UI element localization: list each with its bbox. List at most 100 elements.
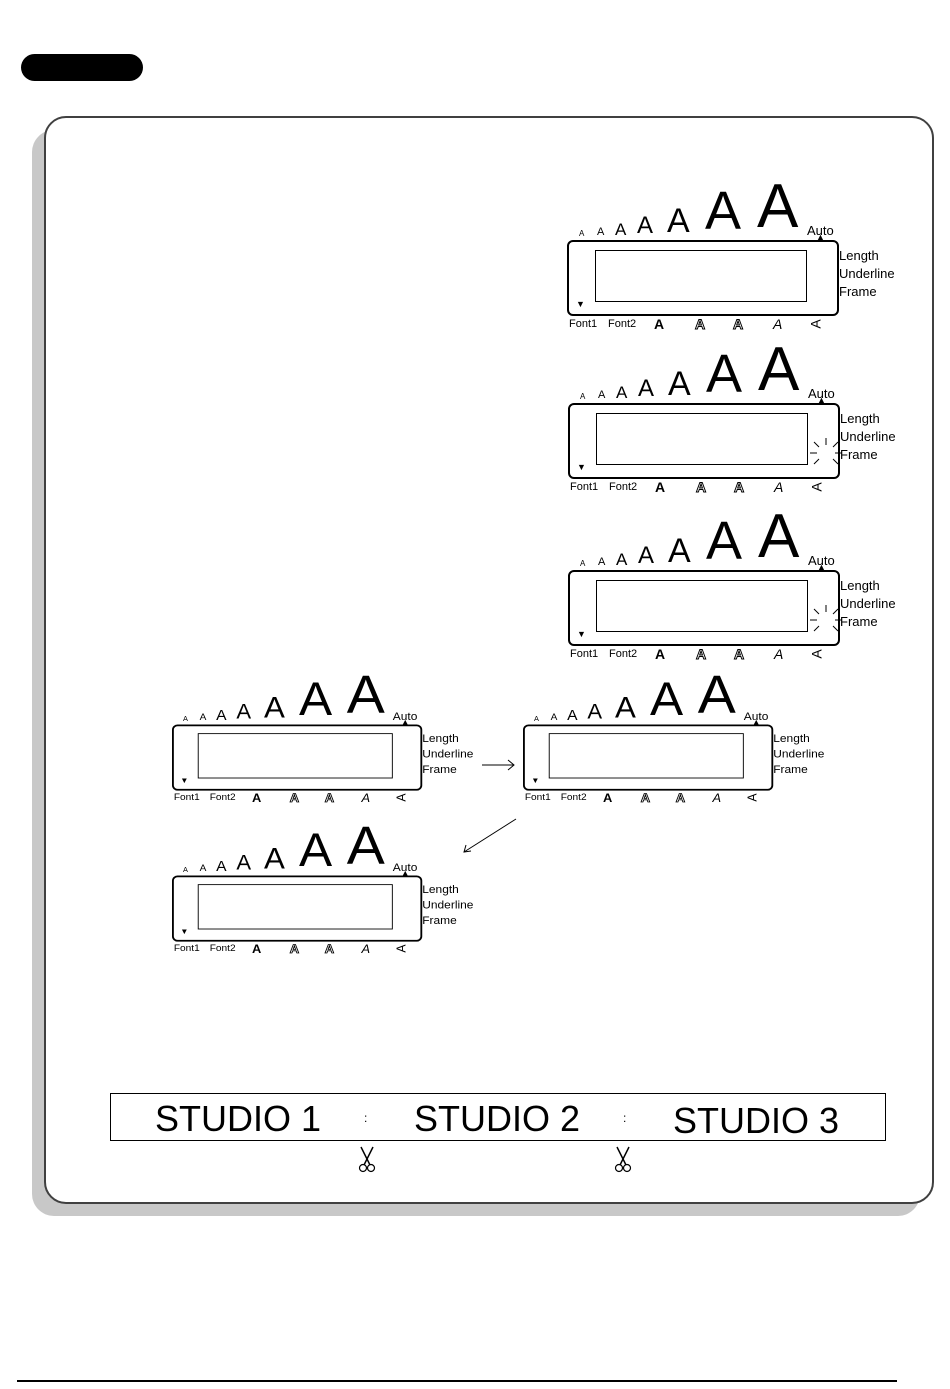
size-glyph: A [567, 707, 578, 724]
label-text-1: STUDIO 1 [155, 1098, 322, 1139]
font1-label: Font1 [570, 648, 599, 660]
size-indicators: A A A A A A A [576, 506, 876, 569]
font-indicators: Font1 Font2 A A A A A [568, 479, 836, 499]
size-glyph: A [649, 673, 684, 726]
size-indicators: A A A A A A A [530, 668, 806, 724]
up-indicator: ▲ [401, 868, 410, 878]
size-glyph: A [580, 392, 586, 401]
lcd-window [595, 250, 807, 302]
italic-style-glyph: A [774, 646, 784, 662]
auto-label: Auto [743, 709, 769, 723]
length-label: Length [840, 578, 880, 593]
bold-style-glyph: A [252, 790, 262, 805]
size-glyph: A [216, 707, 227, 724]
auto-label: Auto [392, 860, 418, 874]
size-glyph: A [579, 229, 585, 238]
size-glyph: A [638, 375, 655, 402]
font2-label: Font2 [608, 318, 637, 330]
cursor-icon [810, 438, 842, 465]
lcd-window [197, 884, 393, 930]
size-glyph: A [264, 691, 285, 725]
underline-label: Underline [422, 898, 474, 912]
lcd-window [197, 733, 393, 779]
outline-style-glyph: A [695, 479, 707, 496]
up-indicator: ▲ [401, 717, 410, 727]
font-indicators: Font1 Font2 A A A A A [523, 790, 770, 808]
side-labels: Length Underline Frame [773, 731, 824, 778]
label-text-3: STUDIO 3 [673, 1100, 840, 1141]
content-panel [44, 116, 934, 1204]
size-glyph: A [216, 858, 227, 875]
up-indicator: ▲ [752, 717, 761, 727]
length-label: Length [839, 248, 879, 263]
size-indicators: A A A A A A A [575, 176, 875, 240]
size-glyph: A [598, 389, 606, 401]
size-indicators: A A A A A A A [179, 819, 455, 875]
lcd-display-4: A A A A A A A Auto ▲ ▼ Length Underline … [172, 668, 485, 812]
size-glyph: A [757, 172, 799, 241]
size-indicators: A A A A A A A [179, 668, 455, 725]
bold-style-glyph: A [252, 941, 262, 956]
length-label: Length [773, 731, 810, 745]
size-indicators: A A A A A A A [576, 339, 876, 402]
scissors-icon [614, 1146, 632, 1173]
lcd-display-6: A A A A A A A Auto ▲ ▼ Length Underline … [172, 819, 485, 963]
shadow-style-glyph: A [324, 790, 335, 805]
italic-style-glyph: A [773, 316, 783, 332]
side-labels: Length Underline Frame [839, 247, 895, 301]
size-glyph: A [236, 851, 252, 875]
down-indicator: ▼ [180, 775, 189, 785]
auto-label: Auto [807, 223, 834, 238]
size-glyph: A [298, 824, 333, 877]
lcd-frame [172, 875, 423, 942]
size-glyph: A [705, 181, 742, 241]
font2-label: Font2 [209, 792, 236, 803]
lcd-display-3: A A A A A A A Auto ▲ ▼ Length U [568, 506, 908, 670]
lcd-display-1: A A A A A A A Auto ▲ ▼ Length Underline … [567, 176, 907, 340]
lcd-display-5: A A A A A A A Auto ▲ ▼ Length Underline … [523, 668, 836, 812]
font2-label: Font2 [609, 648, 638, 660]
size-glyph: A [667, 202, 690, 240]
shadow-style-glyph: A [733, 646, 745, 663]
down-indicator: ▼ [577, 462, 586, 472]
size-glyph: A [597, 226, 605, 238]
length-label: Length [840, 411, 880, 426]
length-label: Length [422, 731, 459, 745]
size-glyph: A [236, 700, 252, 724]
lcd-frame [568, 570, 842, 646]
lcd-frame [567, 240, 839, 316]
frame-label: Frame [839, 284, 877, 299]
vertical-style-glyph: A [393, 793, 409, 802]
vertical-style-glyph: A [744, 793, 760, 802]
font2-label: Font2 [209, 943, 236, 954]
size-glyph: A [183, 865, 188, 874]
bold-style-glyph: A [603, 790, 613, 805]
cut-separator: : [623, 1111, 627, 1125]
underline-label: Underline [839, 266, 895, 281]
size-glyph: A [706, 511, 743, 571]
size-glyph: A [298, 673, 333, 726]
underline-label: Underline [773, 747, 825, 761]
frame-label: Frame [840, 614, 878, 629]
up-indicator: ▲ [817, 562, 826, 572]
auto-label: Auto [392, 709, 418, 723]
down-indicator: ▼ [180, 926, 189, 936]
font-indicators: Font1 Font2 A A A A A [172, 790, 419, 808]
outline-style-glyph: A [289, 941, 300, 956]
italic-style-glyph: A [361, 790, 371, 805]
lcd-window [596, 580, 842, 632]
font-indicators: Font1 Font2 A A A A A [567, 316, 835, 336]
size-glyph: A [758, 335, 800, 404]
auto-label: Auto [808, 553, 835, 568]
underline-label: Underline [840, 429, 896, 444]
size-glyph: A [199, 863, 207, 874]
size-glyph: A [199, 712, 207, 723]
side-labels: Length Underline Frame [840, 410, 896, 464]
down-indicator: ▼ [531, 775, 540, 785]
lcd-window [596, 413, 842, 465]
size-glyph: A [615, 220, 627, 239]
arrow-icon [463, 818, 517, 853]
auto-label: Auto [808, 386, 835, 401]
side-labels: Length Underline Frame [422, 882, 473, 929]
vertical-style-glyph: A [393, 944, 409, 953]
